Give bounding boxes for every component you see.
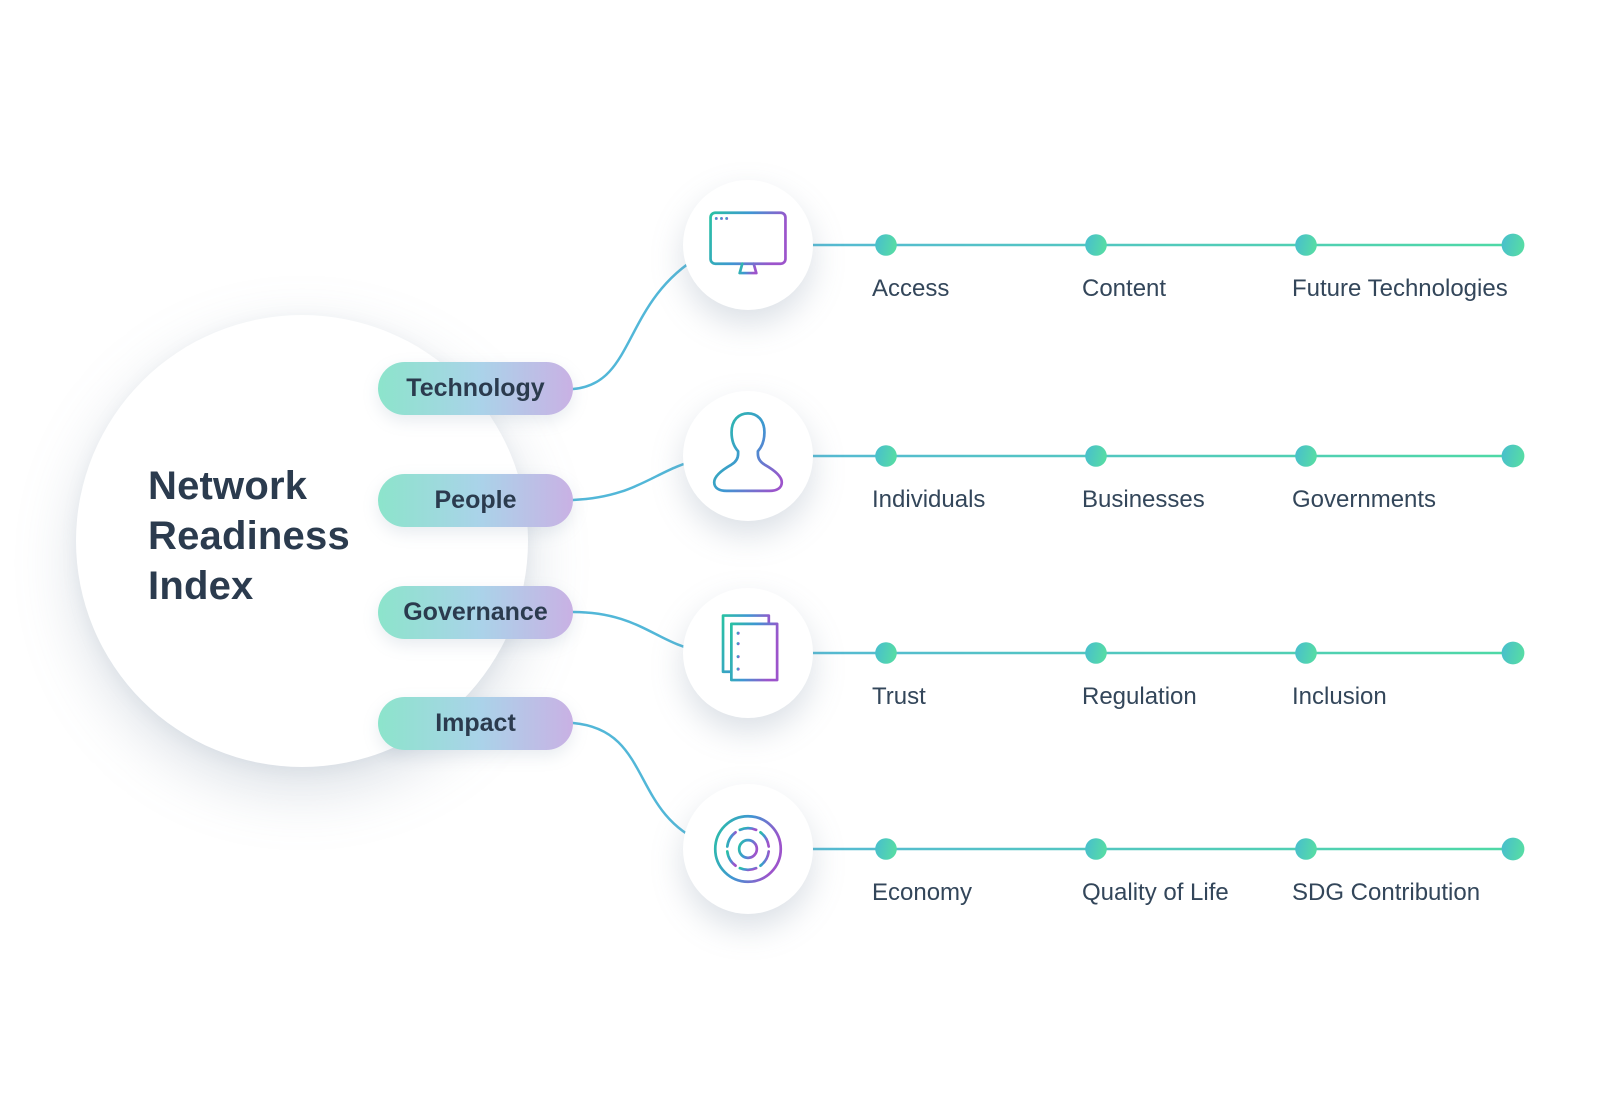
diagram-title: Network Readiness Index [148, 464, 350, 608]
row-end-dot [1501, 641, 1525, 665]
row-dot [1295, 642, 1317, 664]
pillar-pill-technology: Technology [378, 361, 573, 415]
connector-curve-people [571, 457, 704, 502]
row-dot [1085, 642, 1107, 664]
impact-circle-icon [713, 814, 783, 884]
icon-circle-technology [683, 180, 813, 310]
row-dot [1085, 234, 1107, 256]
sub-pillar-label-sdg-contribution: SDG Contribution [1292, 879, 1481, 906]
icon-circle-governance [683, 588, 813, 718]
icon-circle-impact [683, 784, 813, 914]
sub-pillar-label-individuals: Individuals [872, 486, 986, 513]
sub-pillar-label-governments: Governments [1292, 486, 1437, 513]
pillar-pill-people: People [378, 473, 573, 527]
documents-icon [721, 614, 779, 682]
monitor-icon [709, 211, 787, 280]
pillar-label: Technology [406, 373, 545, 402]
sub-pillar-label-content: Content [1082, 275, 1167, 302]
pillar-label: Governance [403, 597, 548, 626]
row-end-dot [1501, 444, 1525, 468]
sub-pillar-label-future-technologies: Future Technologies [1292, 275, 1508, 302]
row-dot [875, 642, 897, 664]
row-end-dot [1501, 233, 1525, 257]
row-end-dot [1501, 837, 1525, 861]
pillar-label: Impact [435, 708, 516, 737]
pillar-label: People [434, 485, 517, 514]
sub-pillar-label-businesses: Businesses [1082, 486, 1205, 513]
row-dot [1295, 445, 1317, 467]
row-dot [1085, 838, 1107, 860]
pillar-pill-governance: Governance [378, 585, 573, 639]
sub-pillar-label-regulation: Regulation [1082, 683, 1197, 710]
person-icon [712, 412, 784, 493]
row-dot [875, 445, 897, 467]
row-dot [1295, 838, 1317, 860]
sub-pillar-label-inclusion: Inclusion [1292, 683, 1387, 710]
row-dot [1085, 445, 1107, 467]
connector-curve-technology [571, 254, 702, 391]
icon-circle-people [683, 391, 813, 521]
row-dot [875, 234, 897, 256]
row-dot [1295, 234, 1317, 256]
sub-pillar-label-quality-of-life: Quality of Life [1082, 879, 1229, 906]
connector-curve-impact [571, 721, 706, 845]
pillar-pill-impact: Impact [378, 696, 573, 750]
sub-pillar-label-access: Access [872, 275, 950, 302]
row-dot [875, 838, 897, 860]
sub-pillar-label-trust: Trust [872, 683, 926, 710]
sub-pillar-label-economy: Economy [872, 879, 973, 906]
